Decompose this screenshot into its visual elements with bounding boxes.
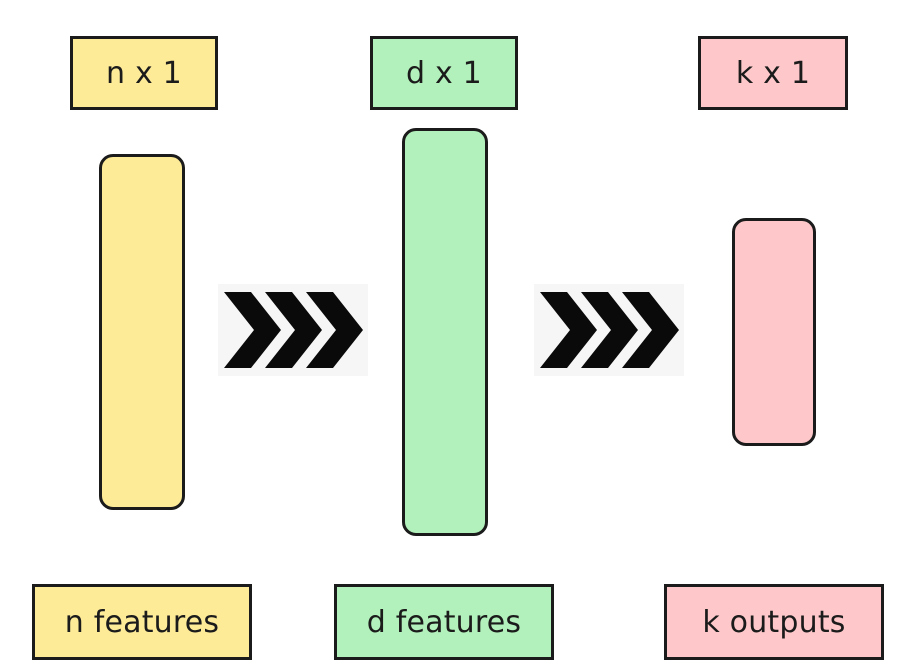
output-vector-bar xyxy=(732,218,816,446)
hidden-dim-text: d x 1 xyxy=(406,55,482,91)
output-dim-text: k x 1 xyxy=(735,55,811,91)
input-vector-bar xyxy=(99,154,185,510)
output-caption-text: k outputs xyxy=(702,604,846,640)
input-dim-text: n x 1 xyxy=(106,55,182,91)
input-dim-label: n x 1 xyxy=(70,36,218,110)
output-caption: k outputs xyxy=(664,584,884,660)
hidden-vector-bar xyxy=(402,128,488,536)
output-dim-label: k x 1 xyxy=(698,36,848,110)
input-caption: n features xyxy=(32,584,252,660)
hidden-to-output-connector xyxy=(534,284,684,376)
hidden-dim-label: d x 1 xyxy=(370,36,518,110)
hidden-caption-text: d features xyxy=(366,604,522,640)
input-caption-text: n features xyxy=(64,604,220,640)
input-to-hidden-connector xyxy=(218,284,368,376)
hidden-caption: d features xyxy=(334,584,554,660)
triple-chevron-right-icon xyxy=(540,292,679,368)
triple-chevron-right-icon xyxy=(224,292,363,368)
